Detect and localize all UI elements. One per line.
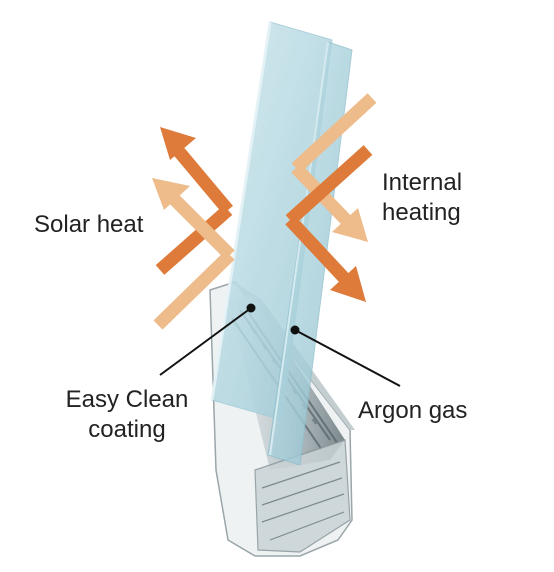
pane-edge-highlight bbox=[210, 21, 272, 401]
internal-heat-ray-light bbox=[291, 93, 377, 173]
solar-heat-reflect-light bbox=[165, 190, 235, 260]
internal-heating-line2: heating bbox=[382, 199, 461, 226]
internal-heat-reflect-dark bbox=[285, 215, 351, 285]
solar-heat-reflect-dark bbox=[171, 143, 233, 215]
easy-clean-line2: coating bbox=[88, 416, 166, 443]
easy-clean-line1: Easy Clean bbox=[65, 386, 189, 413]
internal-heating-arrows bbox=[285, 93, 377, 302]
internal-heating-line1: Internal bbox=[382, 169, 463, 196]
internal-heat-ray-dark bbox=[285, 145, 373, 225]
argon-gas-leader bbox=[294, 329, 401, 387]
solar-heat-arrows bbox=[152, 127, 235, 330]
solar-heat-label: Solar heat bbox=[34, 211, 144, 238]
arrow-head-dark-right bbox=[330, 266, 366, 302]
easy-clean-leader bbox=[159, 307, 252, 376]
arrow-head-light-left bbox=[152, 178, 190, 210]
argon-gas-label: Argon gas bbox=[358, 397, 468, 424]
solar-heat-ray-dark bbox=[155, 205, 233, 275]
easy-clean-dot bbox=[246, 303, 256, 313]
easy-clean-label: Easy Clean coating bbox=[52, 385, 202, 445]
internal-heating-label: Internal heating bbox=[382, 168, 462, 228]
argon-gas-dot bbox=[290, 325, 300, 335]
leader-lines bbox=[159, 303, 401, 387]
arrow-head-dark-left bbox=[160, 127, 196, 160]
pane-edge-highlight bbox=[269, 41, 329, 456]
inner-glass-pane bbox=[267, 41, 353, 466]
arrow-head-light-right bbox=[332, 208, 368, 242]
solar-heat-ray-light bbox=[153, 250, 235, 330]
